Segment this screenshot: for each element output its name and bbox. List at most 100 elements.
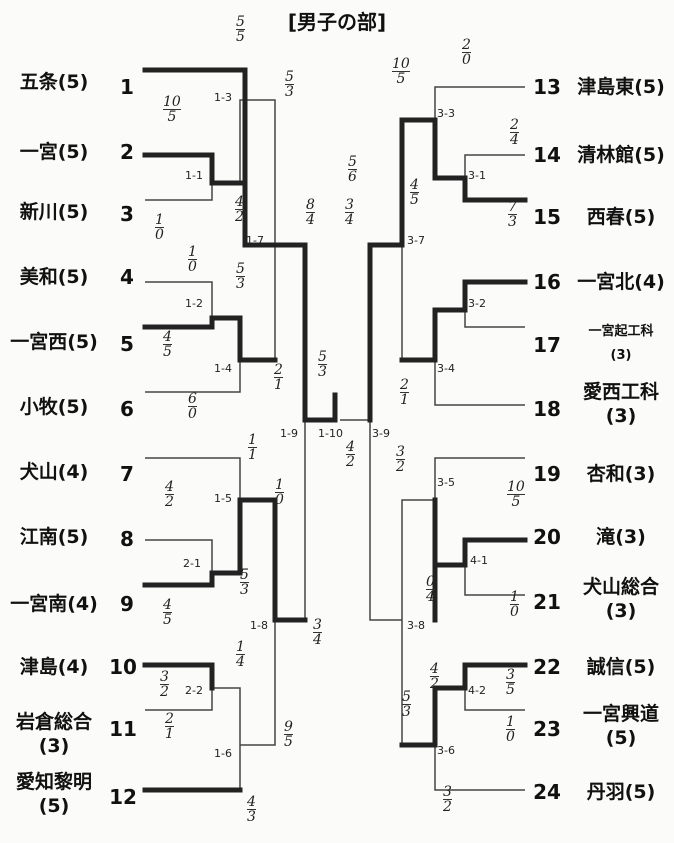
seed-6: 6 [120, 397, 134, 421]
seed-7: 7 [120, 462, 134, 486]
win-1-3 [242, 97, 278, 248]
match-label: 1-9 [280, 427, 298, 440]
seed-10: 10 [109, 655, 137, 679]
team-name-21: 犬山総合 (3) [582, 576, 659, 622]
seed-20: 20 [533, 525, 561, 549]
team-name-6: 小牧(5) [19, 396, 89, 418]
match-label: 3-6 [437, 744, 455, 757]
seed-22: 22 [533, 655, 561, 679]
line-m3-5-out [401, 499, 435, 620]
team-name-15: 西春(5) [586, 206, 656, 228]
line-m3-4-out [401, 245, 435, 361]
win-1-7 [272, 242, 308, 423]
seed-19: 19 [533, 462, 561, 486]
win-2-1 [272, 497, 308, 623]
line-m2-1-out [212, 500, 241, 574]
seed-4: 4 [120, 265, 134, 289]
seed-5: 5 [120, 332, 134, 356]
team-name-10: 津島(4) [19, 656, 89, 678]
team-name-2: 一宮(5) [19, 141, 89, 163]
seed-8: 8 [120, 527, 134, 551]
seed-16: 16 [533, 270, 561, 294]
line-m4-1 [464, 539, 525, 596]
seed-12: 12 [109, 785, 137, 809]
team-name-20: 滝(3) [596, 526, 646, 548]
seed-18: 18 [533, 397, 561, 421]
win-15 [399, 117, 528, 203]
line-m3-1-out [434, 120, 465, 179]
team-name-18: 愛西工科 (3) [582, 381, 659, 427]
seed-23: 23 [533, 717, 561, 741]
match-label: 3-4 [437, 362, 455, 375]
match-label: 2-1 [183, 557, 201, 570]
match-label: 1-2 [185, 297, 203, 310]
seed-13: 13 [533, 75, 561, 99]
win-22 [432, 662, 528, 691]
win-1 [142, 67, 248, 103]
seed-1: 1 [120, 75, 134, 99]
line-m1-5-out [240, 499, 276, 620]
team-name-19: 杏和(3) [586, 463, 656, 485]
win-9 [142, 497, 278, 588]
line-m2-1 [145, 539, 213, 586]
team-name-17: 一宮起工科 (3) [588, 324, 654, 363]
line-r7 [145, 457, 241, 500]
match-label: 3-3 [437, 107, 455, 120]
line-r19 [434, 457, 525, 500]
team-name-8: 江南(5) [19, 526, 89, 548]
win-3-3 [367, 117, 405, 248]
win-2 [142, 152, 243, 186]
seed-3: 3 [120, 202, 134, 226]
match-label: 1-4 [214, 362, 232, 375]
match-label: 1-8 [250, 619, 268, 632]
team-name-7: 犬山(4) [19, 461, 89, 483]
match-label: 3-2 [468, 297, 486, 310]
match-label: 3-5 [437, 476, 455, 489]
win-10 [142, 662, 215, 691]
win-1-10 [302, 392, 338, 423]
seed-24: 24 [533, 780, 561, 804]
team-name-4: 美和(5) [19, 266, 89, 288]
match-label: 3-8 [407, 619, 425, 632]
match-label: 4-1 [470, 554, 488, 567]
team-name-3: 新川(5) [19, 201, 89, 223]
team-name-1: 五条(5) [19, 71, 89, 93]
team-name-11: 岩倉総合 (3) [15, 711, 92, 757]
seed-21: 21 [533, 590, 561, 614]
match-label: 2-2 [185, 684, 203, 697]
line-m4-1-out [434, 500, 465, 566]
team-name-12: 愛知黎明 (5) [15, 771, 92, 817]
match-label: 1-3 [214, 91, 232, 104]
seed-9: 9 [120, 592, 134, 616]
match-label: 1-7 [246, 234, 264, 247]
page-title: [男子の部] [287, 10, 387, 34]
match-label: 1-10 [318, 427, 343, 440]
match-label: 3-1 [468, 169, 486, 182]
